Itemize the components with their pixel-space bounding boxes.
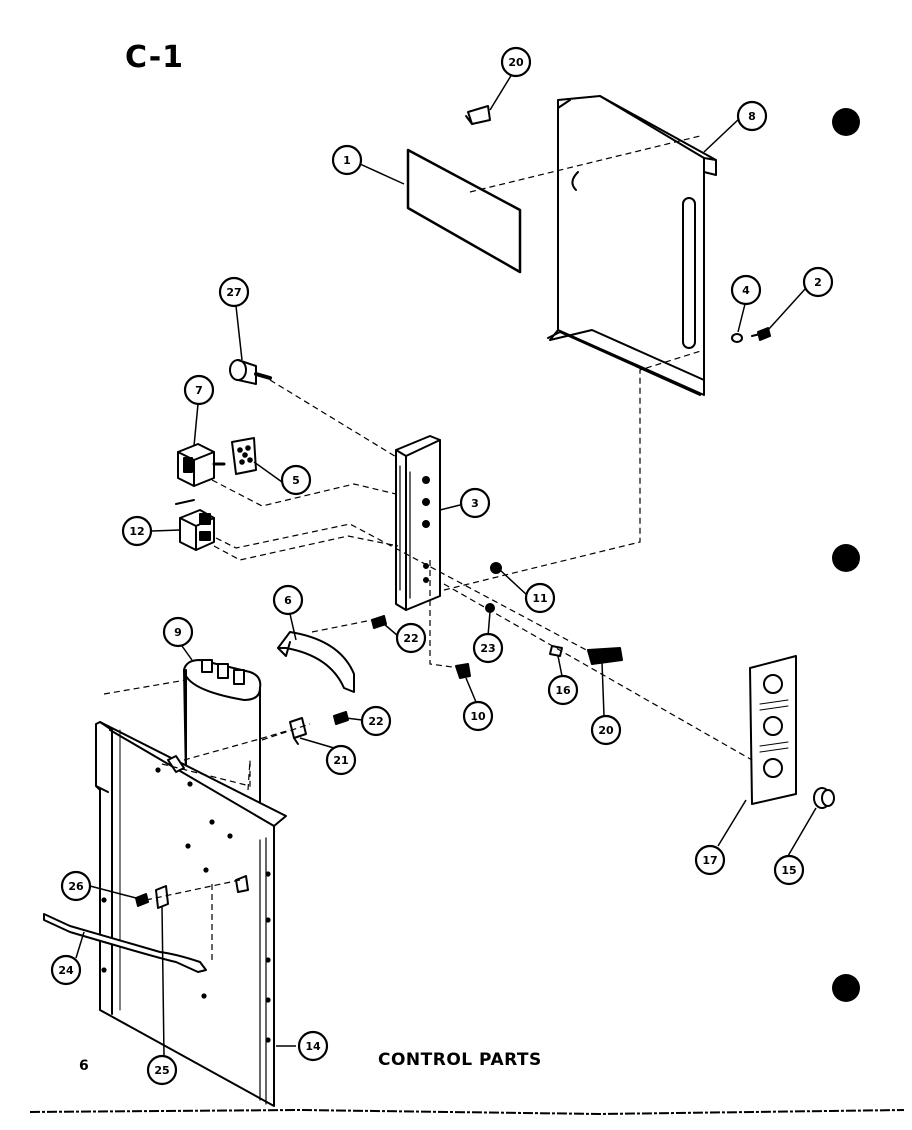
callout-23: 23 bbox=[472, 632, 504, 664]
callout-5: 5 bbox=[280, 464, 312, 496]
callout-22-mid: 22 bbox=[395, 622, 427, 654]
svg-text:4: 4 bbox=[742, 284, 750, 297]
callout-8: 8 bbox=[736, 100, 768, 132]
part-connector bbox=[231, 437, 257, 475]
part-knob bbox=[813, 787, 835, 809]
svg-text:22: 22 bbox=[368, 715, 383, 728]
binder-hole-middle bbox=[832, 544, 860, 572]
callout-11: 11 bbox=[524, 582, 556, 614]
part-label-panel bbox=[406, 148, 522, 274]
callout-7: 7 bbox=[183, 374, 215, 406]
part-clip-panel bbox=[235, 875, 249, 893]
callout-21: 21 bbox=[325, 744, 357, 776]
callout-20-top: 20 bbox=[500, 46, 532, 78]
callout-26: 26 bbox=[60, 870, 92, 902]
svg-text:21: 21 bbox=[333, 754, 348, 767]
part-clip-side bbox=[155, 885, 169, 909]
svg-text:17: 17 bbox=[702, 854, 717, 867]
page-number: 6 bbox=[79, 1058, 89, 1074]
svg-text:6: 6 bbox=[284, 594, 292, 607]
svg-text:5: 5 bbox=[292, 474, 300, 487]
callouts: 20 8 1 4 2 27 7 5 bbox=[50, 46, 834, 1086]
callout-16: 16 bbox=[547, 674, 579, 706]
svg-text:22: 22 bbox=[403, 632, 418, 645]
callout-9: 9 bbox=[162, 616, 194, 648]
svg-text:9: 9 bbox=[174, 626, 182, 639]
svg-text:20: 20 bbox=[598, 724, 614, 737]
svg-text:27: 27 bbox=[226, 286, 241, 299]
svg-text:15: 15 bbox=[781, 864, 796, 877]
callout-2: 2 bbox=[802, 266, 834, 298]
callout-24: 24 bbox=[50, 954, 82, 986]
scan-edge bbox=[29, 1108, 905, 1116]
svg-text:7: 7 bbox=[195, 384, 203, 397]
part-small-clip bbox=[549, 645, 563, 657]
part-nut bbox=[490, 562, 502, 574]
callout-leaders bbox=[75, 73, 817, 1057]
binder-hole-bottom bbox=[832, 974, 860, 1002]
svg-text:24: 24 bbox=[58, 964, 74, 977]
callout-15: 15 bbox=[773, 854, 805, 886]
svg-text:26: 26 bbox=[68, 880, 84, 893]
callout-1: 1 bbox=[331, 144, 363, 176]
svg-text:3: 3 bbox=[471, 497, 479, 510]
svg-text:12: 12 bbox=[129, 525, 144, 538]
svg-text:20: 20 bbox=[508, 56, 524, 69]
svg-text:23: 23 bbox=[480, 642, 495, 655]
part-screw-bottom bbox=[455, 663, 471, 679]
part-thermostat bbox=[229, 359, 272, 385]
svg-text:14: 14 bbox=[305, 1040, 321, 1053]
part-screw-top bbox=[751, 327, 771, 341]
callout-14: 14 bbox=[297, 1030, 329, 1062]
page-title: C-1 bbox=[125, 40, 185, 75]
part-clip-top bbox=[465, 105, 491, 125]
part-clamp bbox=[289, 717, 307, 745]
binder-holes bbox=[832, 108, 860, 1002]
diagram-caption: CONTROL PARTS bbox=[378, 1050, 542, 1070]
callout-22-low: 22 bbox=[360, 705, 392, 737]
part-control-box bbox=[547, 95, 717, 396]
part-capacitor bbox=[183, 659, 262, 809]
part-terminal-block bbox=[587, 647, 623, 665]
part-screw-mid bbox=[371, 615, 387, 629]
part-mounting-bracket bbox=[395, 435, 441, 611]
assembly-lines bbox=[103, 135, 753, 962]
binder-hole-top bbox=[832, 108, 860, 136]
part-strap bbox=[277, 631, 355, 693]
callout-25: 25 bbox=[146, 1054, 178, 1086]
svg-text:11: 11 bbox=[532, 592, 547, 605]
part-screw-low bbox=[333, 711, 349, 725]
part-switch bbox=[177, 443, 226, 487]
svg-text:10: 10 bbox=[470, 710, 486, 723]
part-rod bbox=[43, 913, 207, 973]
svg-text:8: 8 bbox=[748, 110, 756, 123]
part-control-plate bbox=[749, 655, 797, 805]
callout-3: 3 bbox=[459, 487, 491, 519]
callout-27: 27 bbox=[218, 276, 250, 308]
callout-4: 4 bbox=[730, 274, 762, 306]
callout-20-mid: 20 bbox=[590, 714, 622, 746]
part-washer bbox=[731, 333, 743, 343]
callout-6: 6 bbox=[272, 584, 304, 616]
svg-text:2: 2 bbox=[814, 276, 822, 289]
part-relay bbox=[175, 499, 215, 551]
part-screw-side bbox=[135, 893, 149, 907]
svg-text:16: 16 bbox=[555, 684, 571, 697]
callout-17: 17 bbox=[694, 844, 726, 876]
svg-text:25: 25 bbox=[154, 1064, 169, 1077]
callout-12: 12 bbox=[121, 515, 153, 547]
part-side-panel bbox=[95, 721, 287, 1107]
svg-text:1: 1 bbox=[343, 154, 351, 167]
callout-10: 10 bbox=[462, 700, 494, 732]
